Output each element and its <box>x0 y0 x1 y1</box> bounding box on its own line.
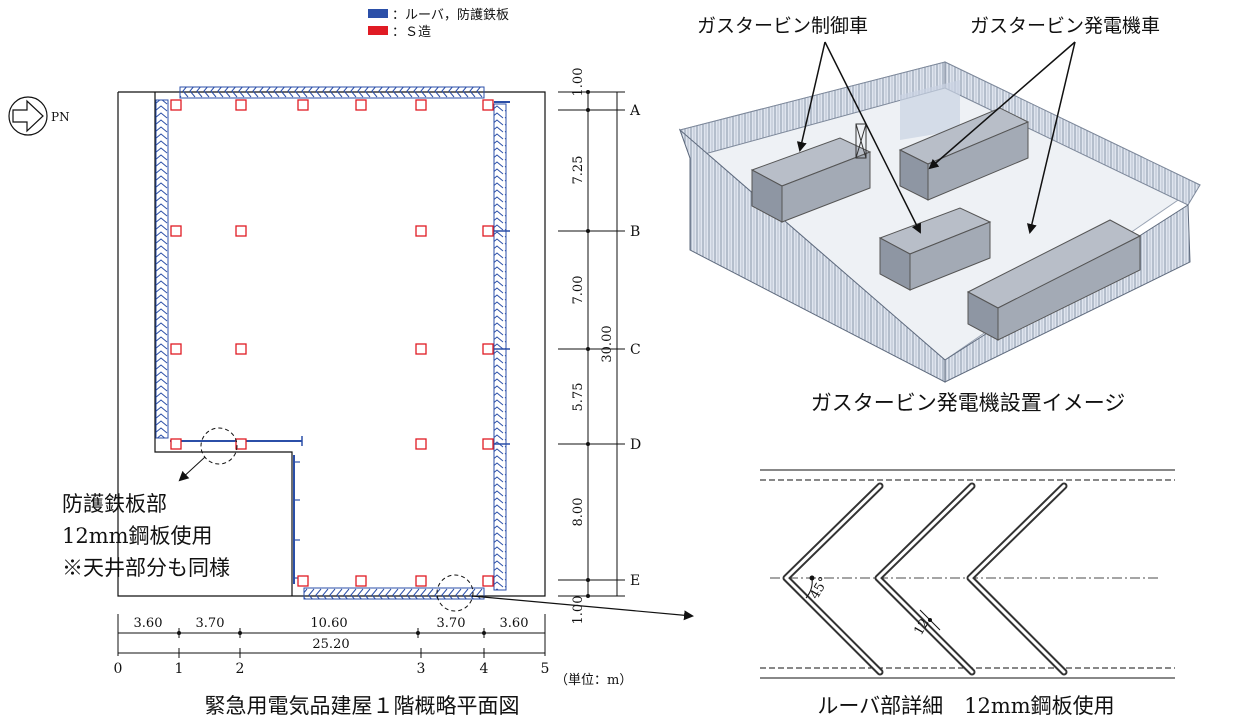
vdim-3: 5.75 <box>571 383 586 412</box>
wall-front-left <box>678 128 946 383</box>
louver-left <box>155 99 169 439</box>
hdim-4: 3.60 <box>500 616 529 631</box>
scale-label: 3 <box>417 661 426 677</box>
scale-labels: 0 1 2 3 4 5 <box>114 661 550 677</box>
scale-label: 1 <box>175 661 184 677</box>
louver-right <box>493 103 507 591</box>
vdim-total: 30.00 <box>600 325 615 362</box>
vdim-0: 1.00 <box>571 68 586 97</box>
hdim-total: 25.20 <box>312 637 349 652</box>
steel-column <box>355 99 367 111</box>
hdim-1: 3.70 <box>196 616 225 631</box>
compass-label: PN <box>51 110 70 124</box>
steel-column <box>170 438 182 450</box>
render-caption: ガスタービン発電機設置イメージ <box>811 391 1126 415</box>
vdim-4: 8.00 <box>571 498 586 527</box>
render-3d: ガスタービン制御車 ガスタービン発電機車 <box>678 15 1201 415</box>
vdim-2: 7.00 <box>571 276 586 305</box>
steel-column <box>170 225 182 237</box>
steel-column <box>170 99 182 111</box>
steel-column <box>170 343 182 355</box>
legend-steel-label: ：Ｓ造 <box>392 25 431 40</box>
steel-column <box>415 343 427 355</box>
scale-label: 5 <box>541 661 550 677</box>
row-label: C <box>630 342 641 358</box>
row-label: D <box>630 437 641 453</box>
floor-plan: 1.00 7.25 7.00 5.75 8.00 1.00 30.00 A B … <box>62 68 694 718</box>
control-car-label: ガスタービン制御車 <box>697 15 868 37</box>
steel-column <box>415 225 427 237</box>
louver-thickness: 12 <box>911 616 932 638</box>
steel-column <box>297 575 309 587</box>
steel-column <box>235 225 247 237</box>
hdim-3: 3.70 <box>437 616 466 631</box>
steel-column <box>482 438 494 450</box>
control-car-2 <box>878 207 992 291</box>
north-arrow-icon <box>8 96 48 136</box>
note-line: 防護鉄板部 <box>62 492 167 516</box>
hdim-2: 10.60 <box>310 616 347 631</box>
steel-column <box>482 575 494 587</box>
louver-detail: 45° 12 ルーバ部詳細 12mm鋼板使用 <box>760 469 1175 718</box>
control-car-1 <box>750 137 872 223</box>
legend-louver-label: ：ルーバ，防護鉄板 <box>392 7 509 23</box>
steel-column <box>235 343 247 355</box>
steel-column <box>355 575 367 587</box>
scale-label: 2 <box>236 661 245 677</box>
generator-car-1 <box>898 107 1030 201</box>
plan-title: 緊急用電気品建屋１階概略平面図 <box>205 694 520 718</box>
steel-column <box>415 438 427 450</box>
row-label: E <box>630 573 640 589</box>
louver-bottom <box>303 587 485 600</box>
louver-blade-inner <box>784 484 1066 674</box>
legend-steel-swatch <box>368 26 388 35</box>
unit-label: （単位：m） <box>555 672 632 688</box>
steel-column <box>235 438 247 450</box>
louver-top <box>179 86 485 99</box>
steel-columns <box>170 99 494 587</box>
building-outline <box>117 91 546 597</box>
vdim-5: 1.00 <box>571 596 586 625</box>
note-line: 12mm鋼板使用 <box>62 524 213 548</box>
vdim-1: 7.25 <box>571 156 586 185</box>
louver-caption: ルーバ部詳細 12mm鋼板使用 <box>817 694 1114 718</box>
legend-louver-swatch <box>368 9 388 18</box>
steel-column <box>482 343 494 355</box>
steel-column <box>235 99 247 111</box>
scale-label: 4 <box>480 661 489 677</box>
steel-column <box>415 99 427 111</box>
plate-callout-circle <box>200 427 238 465</box>
steel-column <box>297 99 309 111</box>
steel-column <box>415 575 427 587</box>
steel-column <box>482 225 494 237</box>
inner-room-outline <box>154 92 293 596</box>
hdim-0: 3.60 <box>134 616 163 631</box>
row-labels: A B C D E <box>629 103 641 589</box>
legend: ：ルーバ，防護鉄板 ：Ｓ造 <box>368 7 509 40</box>
note-line: ※天井部分も同様 <box>62 556 230 580</box>
row-label: A <box>629 103 641 119</box>
louver-blade <box>782 482 1068 676</box>
scale-label: 0 <box>114 661 123 677</box>
generator-car-2 <box>966 219 1142 341</box>
steel-column <box>482 99 494 111</box>
louver-callout-circle <box>436 574 474 612</box>
row-label: B <box>630 224 640 240</box>
generator-car-label: ガスタービン発電機車 <box>970 15 1160 37</box>
